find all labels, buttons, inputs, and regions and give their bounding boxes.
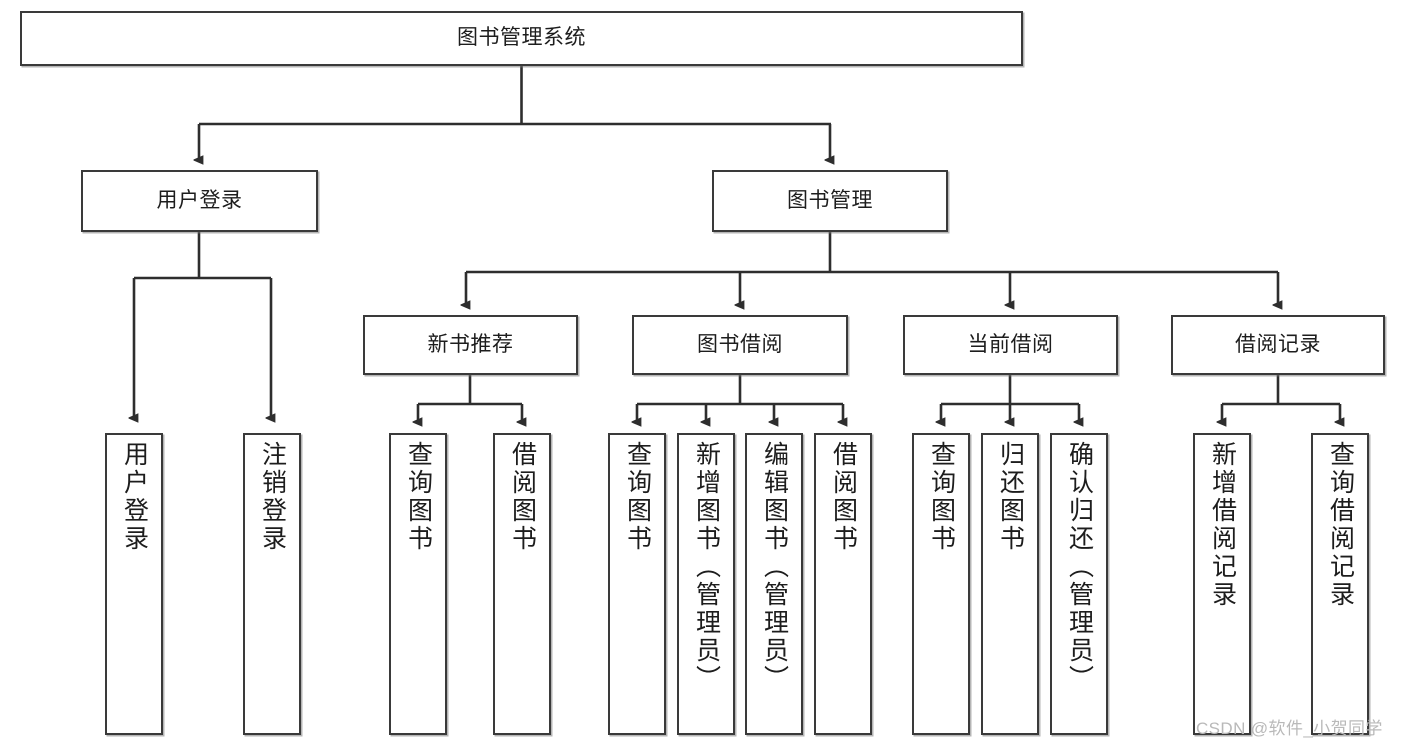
node-leaf-return-book[interactable]: 归还图书 xyxy=(981,433,1039,735)
node-leaf-query-record-label: 查询借阅记录 xyxy=(1326,441,1355,609)
node-leaf-logout[interactable]: 注销登录 xyxy=(243,433,301,735)
node-leaf-return-book-label: 归还图书 xyxy=(996,441,1025,553)
node-new-book-recommend[interactable]: 新书推荐 xyxy=(363,315,578,375)
node-leaf-query-book-3[interactable]: 查询图书 xyxy=(912,433,970,735)
node-user-login[interactable]: 用户登录 xyxy=(81,170,318,232)
csdn-watermark: CSDN @软件_小贺同学 xyxy=(1196,719,1383,738)
node-leaf-borrow-book-1-label: 借阅图书 xyxy=(508,441,537,553)
node-current-borrow-label: 当前借阅 xyxy=(967,332,1054,356)
node-book-management[interactable]: 图书管理 xyxy=(712,170,948,232)
node-leaf-user-login[interactable]: 用户登录 xyxy=(105,433,163,735)
node-leaf-confirm-return-label: 确认归还（管理员） xyxy=(1065,441,1094,693)
node-leaf-add-book-label: 新增图书（管理员） xyxy=(692,441,721,693)
node-leaf-edit-book[interactable]: 编辑图书（管理员） xyxy=(745,433,803,735)
node-leaf-query-book-2-label: 查询图书 xyxy=(623,441,652,553)
node-user-login-label: 用户登录 xyxy=(156,188,243,212)
node-leaf-query-book-2[interactable]: 查询图书 xyxy=(608,433,666,735)
node-leaf-borrow-book-1[interactable]: 借阅图书 xyxy=(493,433,551,735)
node-root[interactable]: 图书管理系统 xyxy=(20,11,1023,66)
node-book-management-label: 图书管理 xyxy=(787,188,873,212)
node-borrow-record[interactable]: 借阅记录 xyxy=(1171,315,1385,375)
node-borrow-record-label: 借阅记录 xyxy=(1235,332,1321,356)
node-leaf-query-record[interactable]: 查询借阅记录 xyxy=(1311,433,1369,735)
node-leaf-add-record[interactable]: 新增借阅记录 xyxy=(1193,433,1251,735)
node-leaf-add-record-label: 新增借阅记录 xyxy=(1208,441,1237,609)
node-book-borrow[interactable]: 图书借阅 xyxy=(632,315,848,375)
node-root-label: 图书管理系统 xyxy=(457,26,586,50)
node-book-borrow-label: 图书借阅 xyxy=(697,332,783,356)
node-leaf-add-book[interactable]: 新增图书（管理员） xyxy=(677,433,735,735)
node-leaf-edit-book-label: 编辑图书（管理员） xyxy=(760,441,789,693)
node-new-book-recommend-label: 新书推荐 xyxy=(427,332,514,356)
node-current-borrow[interactable]: 当前借阅 xyxy=(903,315,1118,375)
node-leaf-query-book-1[interactable]: 查询图书 xyxy=(389,433,447,735)
node-leaf-confirm-return[interactable]: 确认归还（管理员） xyxy=(1050,433,1108,735)
node-leaf-borrow-book-2-label: 借阅图书 xyxy=(829,441,858,553)
node-leaf-logout-label: 注销登录 xyxy=(258,441,287,553)
node-leaf-user-login-label: 用户登录 xyxy=(120,441,149,553)
node-leaf-query-book-3-label: 查询图书 xyxy=(927,441,956,553)
node-leaf-borrow-book-2[interactable]: 借阅图书 xyxy=(814,433,872,735)
node-leaf-query-book-1-label: 查询图书 xyxy=(404,441,433,553)
